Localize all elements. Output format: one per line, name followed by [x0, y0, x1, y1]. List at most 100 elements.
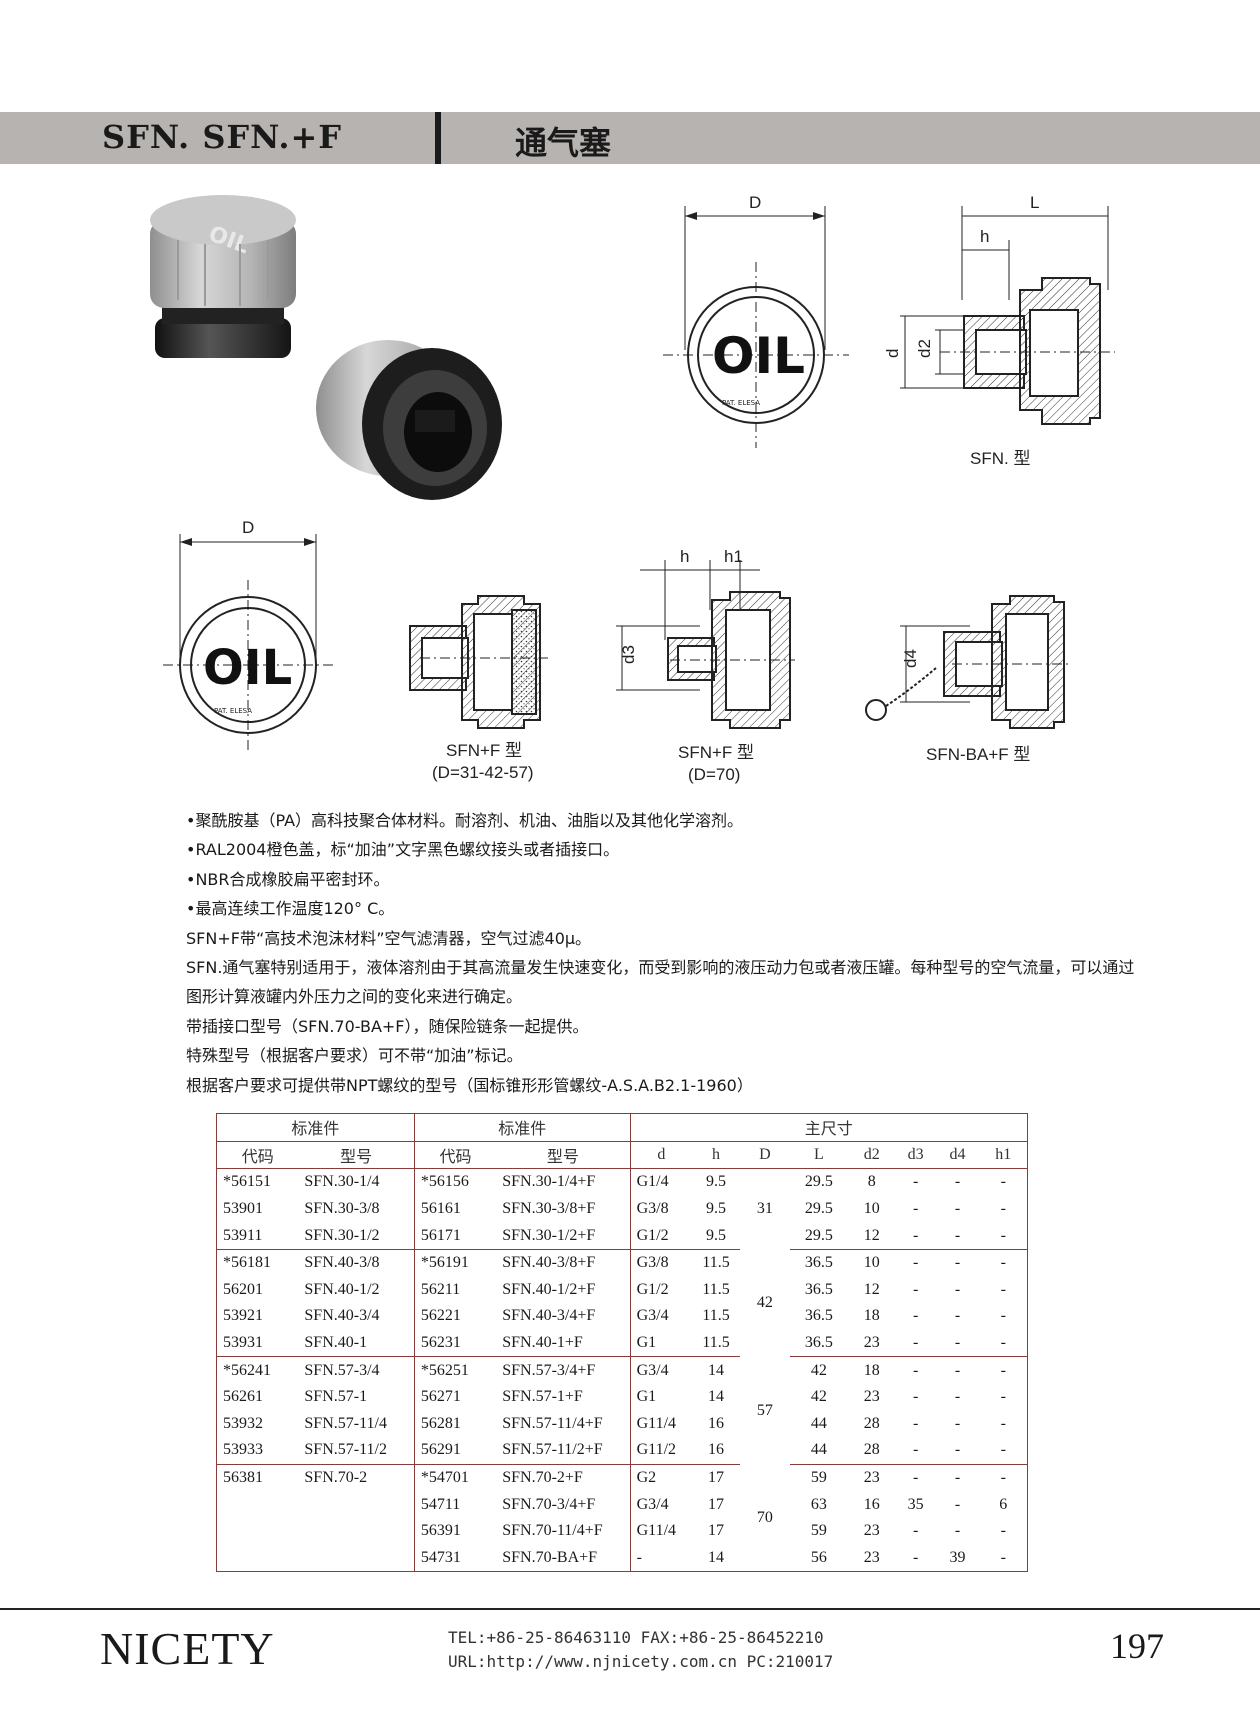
cell-d: G11/4	[629, 1517, 693, 1545]
cell-model: SFN.40-1	[298, 1329, 415, 1358]
cell-h: 9.5	[692, 1222, 740, 1250]
cell-d: G1	[629, 1383, 693, 1411]
cell-d4: -	[954, 1495, 961, 1513]
dim-d-label: d	[883, 349, 902, 358]
col-d2: d2	[847, 1141, 896, 1170]
cell-d2: 23	[863, 1522, 880, 1540]
cap-brand-text-2: PAT. ELESA	[214, 707, 252, 715]
cell-d: G1/2	[629, 1222, 693, 1250]
cell-model: SFN.57-1	[304, 1388, 368, 1406]
cell-h1: -	[1000, 1280, 1006, 1298]
cell-code-f: 56231	[413, 1329, 497, 1358]
cap-brand-text: PAT. ELESA	[722, 399, 760, 407]
cell-d4: -	[954, 1307, 961, 1325]
col-model: 型号	[496, 1141, 631, 1170]
col-model: 型号	[298, 1141, 415, 1170]
feature-item: •聚酰胺基（PA）高科技聚合体材料。耐溶剂、机油、油脂以及其他化学溶剂。	[186, 811, 744, 830]
cell-code: 56381	[223, 1469, 263, 1487]
cell-L: 29.5	[789, 1222, 848, 1250]
page-title: 通气塞	[515, 124, 612, 162]
feature-item: •RAL2004橙色盖，标“加油”文字黑色螺纹接头或者插接口。	[186, 840, 620, 860]
cell-model: SFN.30-1/4	[304, 1173, 380, 1191]
cell-h: 11.5	[702, 1254, 730, 1272]
contact-url: URL:http://www.njnicety.com.cn PC:210017	[448, 1652, 834, 1671]
cell-h: 16	[692, 1437, 740, 1465]
header-bar	[0, 112, 1260, 164]
cell-d4: -	[954, 1280, 961, 1298]
cell-h1: -	[979, 1222, 1028, 1250]
cell-h: 11.5	[702, 1280, 730, 1298]
cell-d4: -	[954, 1200, 961, 1218]
header-standard-2: 标准件	[413, 1113, 631, 1142]
cell-L: 29.5	[804, 1200, 833, 1218]
dim-d2-label: d2	[915, 339, 934, 358]
cell-model: SFN.30-3/8	[304, 1200, 380, 1218]
cell-d: G3/4	[629, 1303, 693, 1330]
brand-name: NICETY	[100, 1623, 275, 1674]
cell-h1: -	[1000, 1469, 1006, 1487]
cell-model-f: SFN.40-3/4+F	[502, 1307, 596, 1325]
sfn-section-view	[900, 206, 1115, 425]
cell-code-f: 56271	[413, 1383, 497, 1411]
cell-d: G3/8	[629, 1195, 693, 1223]
cell-D: 42	[756, 1294, 773, 1312]
cell-h1: -	[979, 1329, 1028, 1358]
header-standard-1: 标准件	[216, 1113, 415, 1142]
cell-d: G3/4	[629, 1356, 693, 1384]
cell-h1: -	[1000, 1388, 1006, 1406]
cell-L: 44	[810, 1414, 827, 1432]
cell-model: SFN.40-3/8	[304, 1254, 380, 1272]
caption-sfnf-small: SFN+F 型	[446, 741, 522, 760]
cell-model: SFN.40-1/2	[304, 1280, 380, 1298]
cell-code	[217, 1491, 299, 1518]
cell-d3: -	[912, 1200, 919, 1218]
dim-D-label: D	[749, 193, 761, 212]
product-photo-back	[316, 340, 502, 500]
cell-d3: -	[895, 1437, 936, 1465]
cell-h1: 6	[999, 1495, 1008, 1513]
cell-d2: 16	[863, 1495, 880, 1513]
product-codes: SFN. SFN.+F	[102, 118, 343, 156]
cell-d2: 23	[847, 1329, 896, 1358]
cell-L: 42	[810, 1388, 827, 1406]
col-d: d	[629, 1141, 693, 1170]
cell-L: 29.5	[804, 1173, 833, 1191]
caption-sfn: SFN. 型	[970, 449, 1030, 468]
cell-L: 36.5	[804, 1307, 833, 1325]
cell-d4: -	[935, 1329, 980, 1358]
cell-model-f: SFN.57-1+F	[502, 1388, 583, 1406]
header-main-dims: 主尺寸	[629, 1113, 1028, 1142]
cell-model-f: SFN.70-2+F	[502, 1469, 583, 1487]
cell-code: *56181	[223, 1254, 271, 1272]
cell-L: 44	[789, 1437, 848, 1465]
sfn-top-view	[663, 206, 849, 448]
cell-h: 14	[708, 1388, 725, 1406]
cell-d4: -	[954, 1469, 961, 1487]
cell-code: 53931	[216, 1329, 299, 1358]
cell-L: 59	[810, 1522, 827, 1540]
page-number: 197	[1110, 1626, 1164, 1666]
cell-code-f: *56251	[413, 1356, 497, 1384]
sfnf-small-section	[409, 595, 548, 729]
cell-d4: 39	[935, 1544, 980, 1573]
cell-model-f: SFN.40-1+F	[496, 1329, 631, 1358]
cell-code: 56201	[223, 1280, 263, 1298]
cell-model-f: SFN.70-3/4+F	[502, 1495, 596, 1513]
cell-code: 53933	[216, 1437, 299, 1465]
cell-h1: -	[979, 1544, 1028, 1573]
cell-h1: -	[1000, 1254, 1006, 1272]
cell-model-f: SFN.30-1/4+F	[502, 1173, 596, 1191]
cell-code: 56261	[223, 1388, 263, 1406]
feature-item: 特殊型号（根据客户要求）可不带“加油”标记。	[186, 1046, 523, 1066]
cell-model	[298, 1544, 415, 1573]
cell-d2: 18	[863, 1307, 880, 1325]
cell-code-f: 56161	[413, 1195, 497, 1223]
cell-d: G2	[629, 1464, 693, 1492]
cell-code: *56151	[223, 1173, 271, 1191]
